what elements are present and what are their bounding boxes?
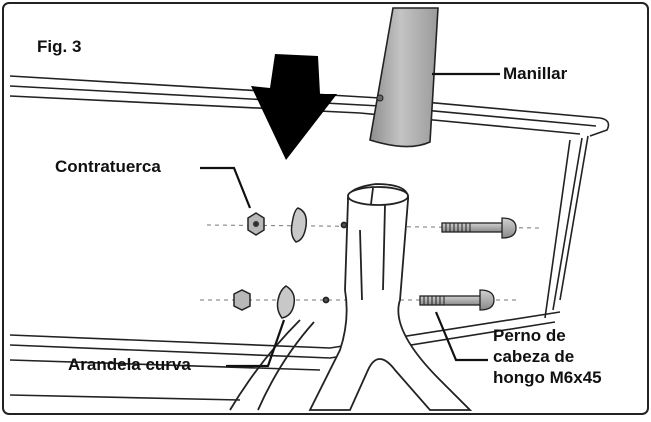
bolt-label-line-1: Perno de [493, 326, 566, 345]
mushroom-bolt-upper [441, 217, 517, 239]
bolt-label: Perno de cabeza de hongo M6x45 [493, 325, 602, 388]
curved-washer-label: Arandela curva [68, 355, 191, 374]
figure-border [2, 2, 649, 415]
curved-washer-lower [276, 285, 296, 319]
locknut-upper [247, 212, 265, 236]
handlebar-tube [369, 7, 439, 148]
y-frame [229, 183, 473, 411]
figure-label: Fig. 3 [37, 37, 82, 56]
locknut-label: Contratuerca [55, 157, 161, 176]
leader-lines [200, 72, 500, 368]
mushroom-bolt-lower [419, 289, 495, 311]
bolt-label-line-2: cabeza de [493, 347, 575, 366]
locknut-lower [233, 289, 251, 311]
down-arrow [251, 54, 337, 160]
curved-washer-upper [290, 207, 308, 243]
handlebar-label: Manillar [503, 64, 568, 83]
bolt-label-line-3: hongo M6x45 [493, 368, 602, 387]
